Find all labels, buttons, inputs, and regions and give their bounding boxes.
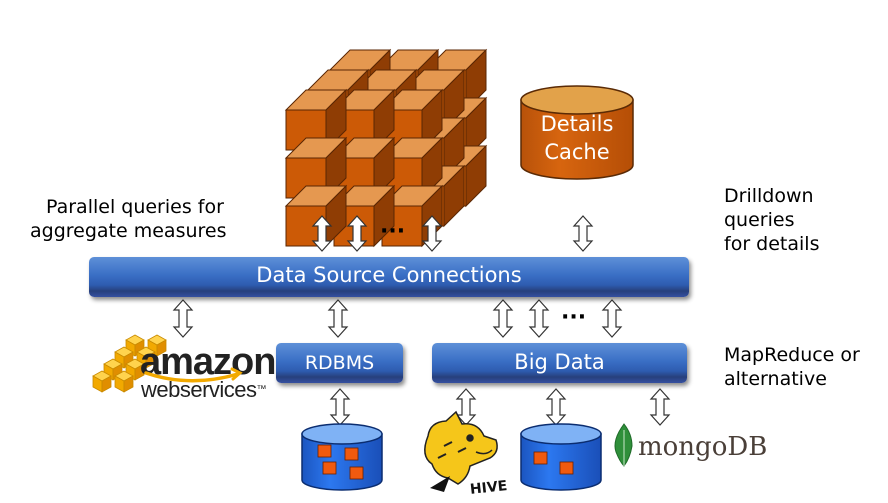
- amazon-brand-text: amazon: [140, 341, 276, 383]
- parallel-queries-line1: Parallel queries for: [46, 196, 224, 218]
- amazon-web-services-text: webservices: [141, 377, 257, 402]
- double-arrow-icon: [649, 388, 671, 426]
- big-data-label: Big Data: [514, 350, 605, 374]
- top-ellipsis: ···: [380, 219, 406, 244]
- aws-box: [114, 370, 134, 393]
- details-cache-label: Details Cache: [521, 110, 633, 166]
- double-arrow-icon: [492, 299, 514, 338]
- big-data-bar: Big Data: [432, 343, 687, 383]
- mapreduce-note: MapReduce or alternative: [724, 343, 884, 391]
- mapreduce-line1: MapReduce or: [724, 344, 860, 366]
- drilldown-line3: for details: [724, 233, 820, 255]
- double-arrow-icon: [172, 299, 194, 338]
- cube-block: [284, 184, 348, 248]
- double-arrow-icon: [528, 299, 550, 338]
- amazon-web-services-logo: amazon webservices™: [140, 341, 276, 402]
- mapreduce-line2: alternative: [724, 368, 827, 390]
- data-source-connections-bar: Data Source Connections: [89, 257, 689, 297]
- cube-block: [284, 88, 348, 152]
- double-arrow-icon: [346, 215, 368, 252]
- bottom-ellipsis: ···: [561, 305, 587, 330]
- double-arrow-icon: [421, 215, 443, 252]
- bigdata-store-cylinder-icon: [520, 423, 602, 491]
- details-cache-label-line2: Cache: [544, 140, 610, 164]
- drilldown-line1: Drilldown: [724, 185, 814, 207]
- drilldown-line2: queries: [724, 209, 795, 231]
- mongodb-wordmark: mongoDB: [638, 432, 768, 462]
- aws-box: [92, 370, 112, 393]
- cube-block: [284, 136, 348, 200]
- drilldown-queries-note: Drilldown queries for details: [724, 184, 884, 256]
- double-arrow-icon: [572, 215, 594, 252]
- parallel-queries-note: Parallel queries for aggregate measures: [30, 195, 250, 243]
- data-source-connections-label: Data Source Connections: [256, 263, 522, 287]
- double-arrow-icon: [327, 299, 349, 338]
- double-arrow-icon: [311, 215, 333, 252]
- details-cache-label-line1: Details: [540, 112, 614, 136]
- rdbms-bar: RDBMS: [276, 343, 403, 383]
- parallel-queries-line2: aggregate measures: [30, 220, 227, 242]
- rdbms-store-cylinder-icon: [301, 423, 383, 491]
- rdbms-label: RDBMS: [304, 352, 375, 374]
- double-arrow-icon: [601, 299, 623, 338]
- trademark-symbol: ™: [256, 384, 267, 395]
